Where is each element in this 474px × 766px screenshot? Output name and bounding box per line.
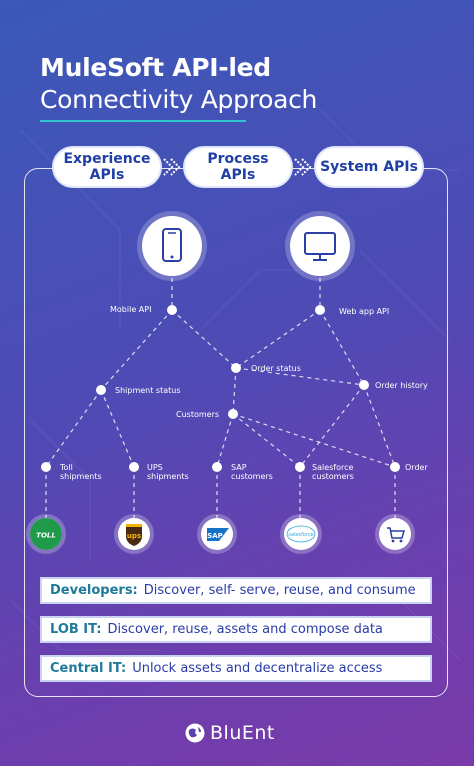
label-toll-shipments: Toll shipments [60,463,102,481]
chevron-right-icon [294,158,312,176]
node-salesforce-customers [295,462,305,472]
brand-name: BluEnt [210,722,275,744]
experience-apis-label: Experience APIs [63,151,151,183]
label-mobile-api: Mobile API [110,305,152,314]
node-sap-customers [212,462,222,472]
mobile-phone-icon [162,228,182,262]
sap-logo: SAP [201,518,233,550]
title-line-1: MuleSoft API-led [40,53,271,82]
shopping-cart-icon [387,527,405,543]
globe-icon [185,723,205,743]
experience-apis-pill: Experience APIs [52,146,162,188]
role-lob-it-name: LOB IT: [50,622,102,637]
node-order-history [359,380,369,390]
node-mobile-api [167,305,177,315]
process-apis-pill: Process APIs [183,146,293,188]
label-sap-customers: SAP customers [231,463,273,481]
label-web-app-api: Web app API [339,307,390,316]
toll-logo: TOLL [30,518,62,550]
salesforce-logo-text: salesforce [288,532,313,538]
role-developers: Developers: Discover, self- serve, reuse… [40,577,432,604]
label-order: Order [405,463,428,472]
brand-logo: BluEnt [184,722,275,744]
label-shipment-status: Shipment status [115,386,181,395]
label-order-status: Order status [251,364,301,373]
ups-logo: ups [118,518,150,550]
role-central-it: Central IT: Unlock assets and decentrali… [40,655,432,682]
web-device-node [290,216,350,276]
node-shipment-status [96,385,106,395]
ups-logo-text: ups [127,532,141,540]
node-toll-shipments [41,462,51,472]
label-ups-shipments: UPS shipments [147,463,189,481]
salesforce-logo: salesforce [284,518,318,550]
toll-logo-text: TOLL [36,532,56,540]
role-lob-it-text: Discover, reuse, assets and compose data [107,622,383,637]
node-ups-shipments [129,462,139,472]
node-customers [228,409,238,419]
system-apis-label: System APIs [320,159,418,175]
title-line-2: Connectivity Approach [40,85,318,114]
process-apis-label: Process APIs [207,151,269,183]
role-central-it-text: Unlock assets and decentralize access [132,661,383,676]
label-salesforce-customers: Salesforce customers [312,463,354,481]
system-apis-pill: System APIs [314,146,424,188]
node-order-status [231,363,241,373]
role-developers-text: Discover, self- serve, reuse, and consum… [143,583,416,598]
role-lob-it: LOB IT: Discover, reuse, assets and comp… [40,616,432,643]
node-order [390,462,400,472]
page-title: MuleSoft API-led Connectivity Approach [40,52,317,116]
sap-logo-text: SAP [207,532,223,540]
node-web-app-api [315,305,325,315]
role-developers-name: Developers: [50,583,138,598]
mobile-device-node [142,216,202,276]
label-order-history: Order history [375,381,428,390]
title-underline [40,120,246,122]
chevron-right-icon [163,158,181,176]
order-cart-node [379,518,411,550]
role-central-it-name: Central IT: [50,661,127,676]
label-customers: Customers [176,410,220,419]
desktop-monitor-icon [304,232,336,261]
